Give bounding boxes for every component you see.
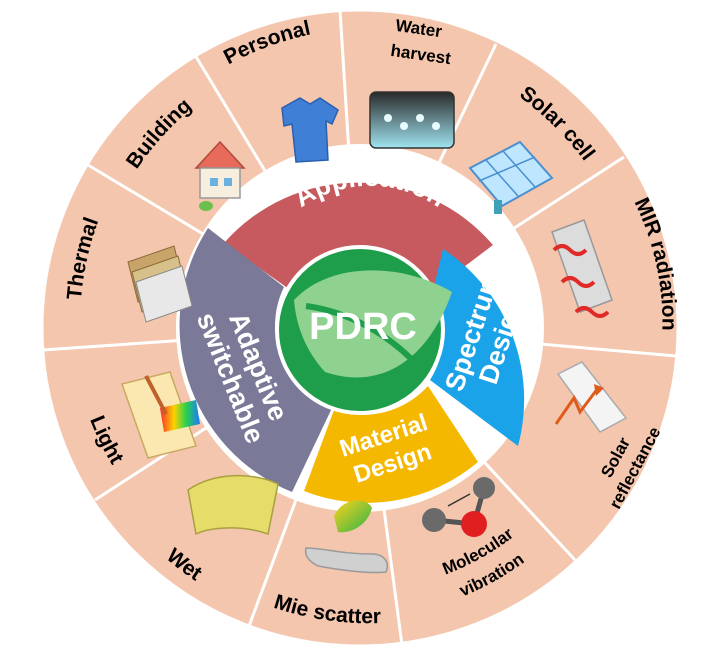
water-harvest-icon [369, 91, 455, 149]
center-label: PDRC [309, 306, 417, 348]
wet-fabric-icon [187, 474, 279, 536]
material-design-wedge [304, 386, 478, 503]
spectrum-design-wedge [430, 249, 525, 446]
light-prism-icon [121, 371, 200, 459]
solar-panel-icon [468, 140, 554, 214]
mir-radiation-icon [551, 219, 613, 318]
house-icon [194, 140, 246, 211]
molecule-icon [422, 477, 495, 537]
leaf-vein [305, 303, 423, 371]
thermal-layers-icon [127, 245, 193, 323]
application-wedge [224, 182, 493, 291]
leaf-icon [294, 270, 452, 378]
tshirt-icon [281, 97, 339, 163]
solar-reflectance-icon [554, 361, 628, 433]
adaptive-switchable-wedge [179, 228, 332, 492]
mie-scatter-icon [304, 500, 388, 574]
